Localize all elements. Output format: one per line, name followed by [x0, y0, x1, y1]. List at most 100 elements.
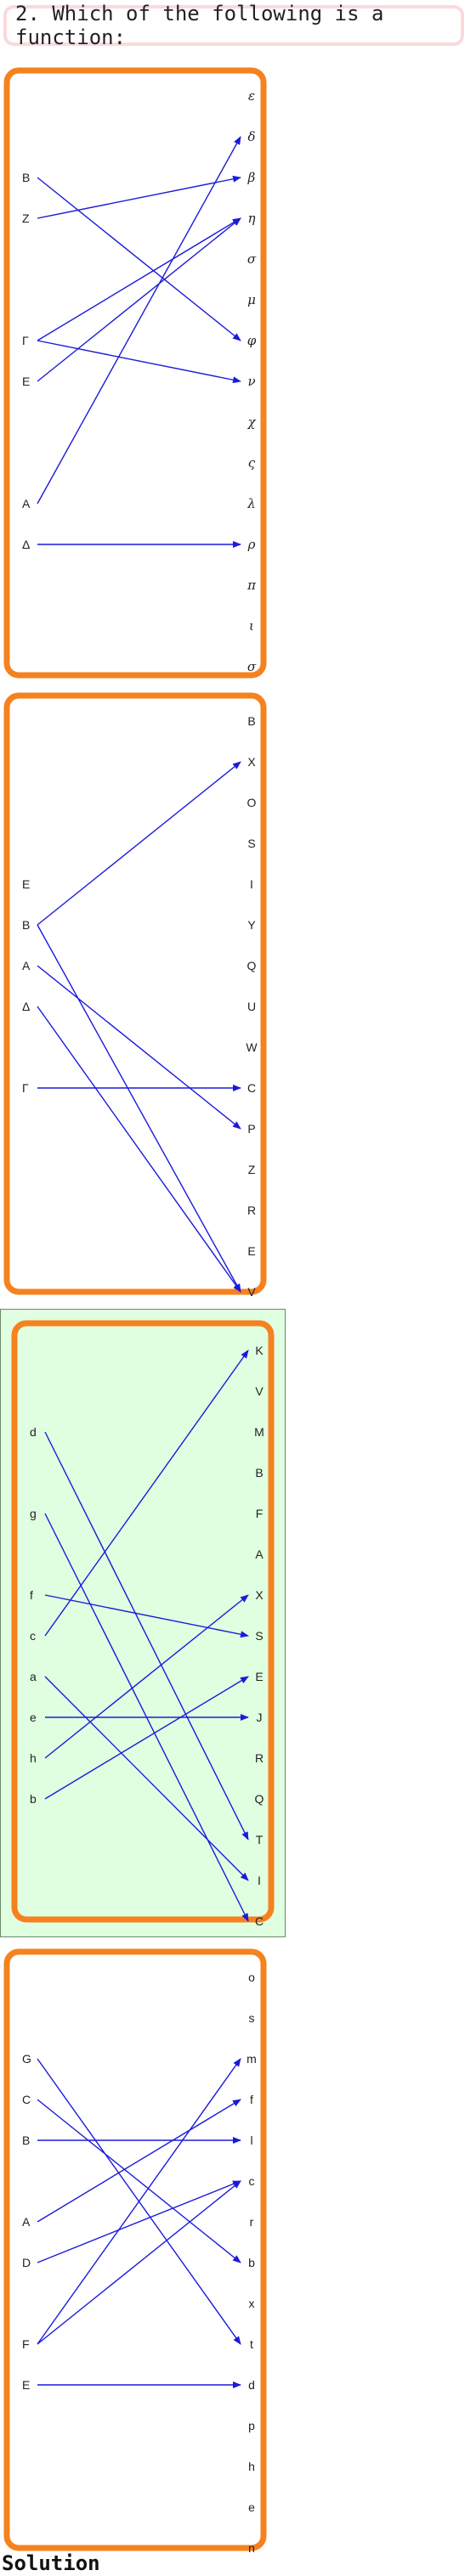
- codomain-label: σ: [247, 251, 257, 267]
- domain-label: g: [30, 1507, 37, 1520]
- codomain-label: F: [256, 1507, 264, 1520]
- domain-label: G: [22, 2052, 31, 2066]
- mapping-arrow: [44, 1594, 249, 1759]
- mapping-arrow: [37, 2058, 241, 2345]
- codomain-label: x: [249, 2297, 255, 2310]
- mapping-arrow: [37, 136, 241, 504]
- domain-label: A: [22, 497, 31, 510]
- codomain-label: e: [248, 2500, 255, 2514]
- codomain-label: d: [248, 2378, 255, 2392]
- domain-label: f: [30, 1588, 33, 1602]
- codomain-label: Q: [247, 959, 257, 972]
- mapping-arrow: [37, 175, 241, 219]
- codomain-label: ς: [248, 455, 256, 471]
- codomain-label: n: [248, 2541, 255, 2555]
- codomain-label: R: [247, 1203, 256, 1217]
- domain-label: b: [30, 1792, 37, 1806]
- codomain-label: f: [250, 2093, 253, 2106]
- codomain-label: s: [249, 2011, 255, 2025]
- codomain-label: μ: [247, 292, 256, 307]
- domain-label: E: [22, 877, 30, 891]
- codomain-label: φ: [247, 333, 257, 348]
- codomain-label: Z: [248, 1163, 256, 1176]
- domain-label: Γ: [22, 334, 29, 347]
- domain-label: h: [30, 1751, 37, 1765]
- domain-label: Γ: [22, 1081, 29, 1095]
- mapping-arrow: [44, 1676, 249, 1881]
- codomain-label: δ: [247, 129, 255, 144]
- codomain-label: A: [255, 1547, 264, 1561]
- domain-label: Δ: [22, 538, 30, 551]
- codomain-label: I: [258, 1874, 261, 1887]
- domain-label: E: [22, 2378, 30, 2392]
- domain-label: Z: [22, 211, 30, 225]
- mapping-arrow: [44, 1676, 249, 1800]
- codomain-label: m: [246, 2052, 257, 2066]
- codomain-label: t: [250, 2337, 253, 2351]
- codomain-label: V: [255, 1384, 264, 1398]
- codomain-label: I: [250, 877, 253, 891]
- domain-label: A: [22, 959, 31, 972]
- codomain-label: T: [256, 1833, 264, 1846]
- codomain-label: σ: [247, 659, 257, 674]
- codomain-label: J: [257, 1711, 263, 1724]
- codomain-label: C: [247, 1081, 256, 1095]
- domain-label: B: [22, 171, 30, 184]
- mapping-arrow: [37, 340, 241, 384]
- domain-label: F: [22, 2337, 30, 2351]
- codomain-label: β: [247, 170, 256, 185]
- codomain-label: b: [248, 2256, 255, 2269]
- codomain-label: V: [247, 1285, 256, 1299]
- domain-label: Δ: [22, 1000, 30, 1013]
- codomain-label: W: [246, 1040, 258, 1054]
- solution-heading: Solution: [2, 2551, 100, 2575]
- codomain-label: r: [250, 2215, 254, 2229]
- domain-label: c: [30, 1629, 36, 1643]
- codomain-label: S: [255, 1629, 263, 1643]
- panel-border: [11, 1320, 275, 1923]
- panel-border: [3, 692, 267, 1295]
- codomain-label: X: [255, 1588, 264, 1602]
- codomain-label: Q: [255, 1792, 264, 1806]
- mapping-arrow: [37, 1006, 241, 1293]
- codomain-label: Y: [247, 918, 256, 932]
- question-box: 2. Which of the following is a function:: [3, 2, 464, 49]
- question-text: 2. Which of the following is a function:: [15, 2, 384, 49]
- codomain-label: U: [247, 1000, 256, 1013]
- codomain-label: B: [255, 1466, 263, 1480]
- panel-border: [3, 67, 267, 679]
- codomain-label: λ: [246, 496, 256, 511]
- codomain-label: c: [249, 2174, 255, 2188]
- mapping-arrow: [37, 924, 241, 1293]
- codomain-label: E: [255, 1670, 263, 1683]
- codomain-label: E: [247, 1244, 255, 1258]
- codomain-label: h: [248, 2460, 255, 2473]
- domain-label: d: [30, 1425, 37, 1439]
- mapping-arrow: [44, 1350, 249, 1637]
- mapping-arrow: [44, 1431, 249, 1840]
- codomain-label: π: [246, 578, 257, 593]
- mapping-arrow: [44, 1594, 249, 1638]
- codomain-label: B: [247, 714, 255, 728]
- codomain-label: O: [247, 796, 257, 809]
- codomain-label: ν: [247, 374, 255, 389]
- panel-border: [3, 1948, 267, 2551]
- codomain-label: ι: [249, 618, 254, 634]
- codomain-label: S: [247, 837, 255, 850]
- codomain-label: R: [255, 1751, 264, 1765]
- mapping-arrow: [37, 2180, 241, 2263]
- mapping-arrow: [37, 177, 241, 341]
- codomain-label: C: [255, 1914, 264, 1928]
- mapping-arrow: [37, 2099, 241, 2223]
- mapping-arrow: [37, 217, 241, 382]
- domain-label: E: [22, 375, 30, 388]
- mapping-arrow: [37, 761, 241, 926]
